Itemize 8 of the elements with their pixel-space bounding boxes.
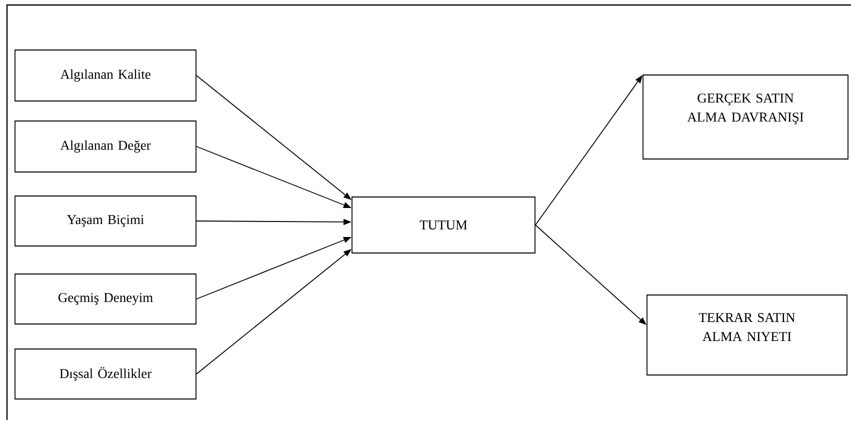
concept-box: Yaşam Biçimi bbox=[14, 196, 196, 246]
concept-box: Algılanan Değer bbox=[14, 120, 196, 172]
concept-box: Dışsal Özellikler bbox=[14, 348, 196, 400]
concept-box: TEKRAR SATIN ALMA NIYETI bbox=[646, 294, 848, 376]
concept-box: Geçmiş Deneyim bbox=[14, 274, 196, 324]
concept-box: TUTUM bbox=[352, 196, 536, 254]
concept-box: GERÇEK SATIN ALMA DAVRANIŞI bbox=[642, 74, 848, 160]
concept-box: Algılanan Kalite bbox=[14, 50, 196, 102]
